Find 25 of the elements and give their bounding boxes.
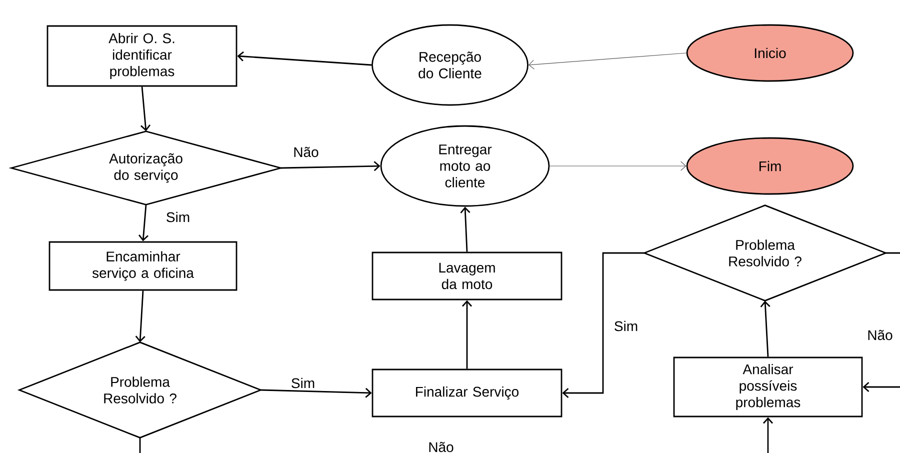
branch-label: Não [429,442,454,452]
edge-label: Sim [292,378,314,388]
arrow [760,300,770,357]
edge-label: Não [294,146,318,158]
process-box: Finalizar Serviço [372,368,562,418]
arrow [280,161,380,172]
arrow [138,204,148,242]
edge-label: Sim [166,212,190,222]
arrow [140,86,150,132]
arrow [260,388,372,398]
arrow [528,52,687,70]
arrow [237,51,372,66]
process-box: Abrir O. S. identificar problemas [46,25,238,87]
arrow [135,290,146,342]
arrow [462,300,472,369]
arrow [762,417,774,453]
arrow [862,382,900,392]
arrow [549,161,686,171]
branch-label: Não [868,330,892,340]
process-box: Encaminhar serviço a oficina [48,241,238,291]
edge-label: Sim [614,320,638,332]
arrow [460,206,470,252]
process-box: Lavagem da moto [372,252,562,300]
process-box: Analisar possíveis problemas [673,356,863,418]
arrow [562,252,644,398]
